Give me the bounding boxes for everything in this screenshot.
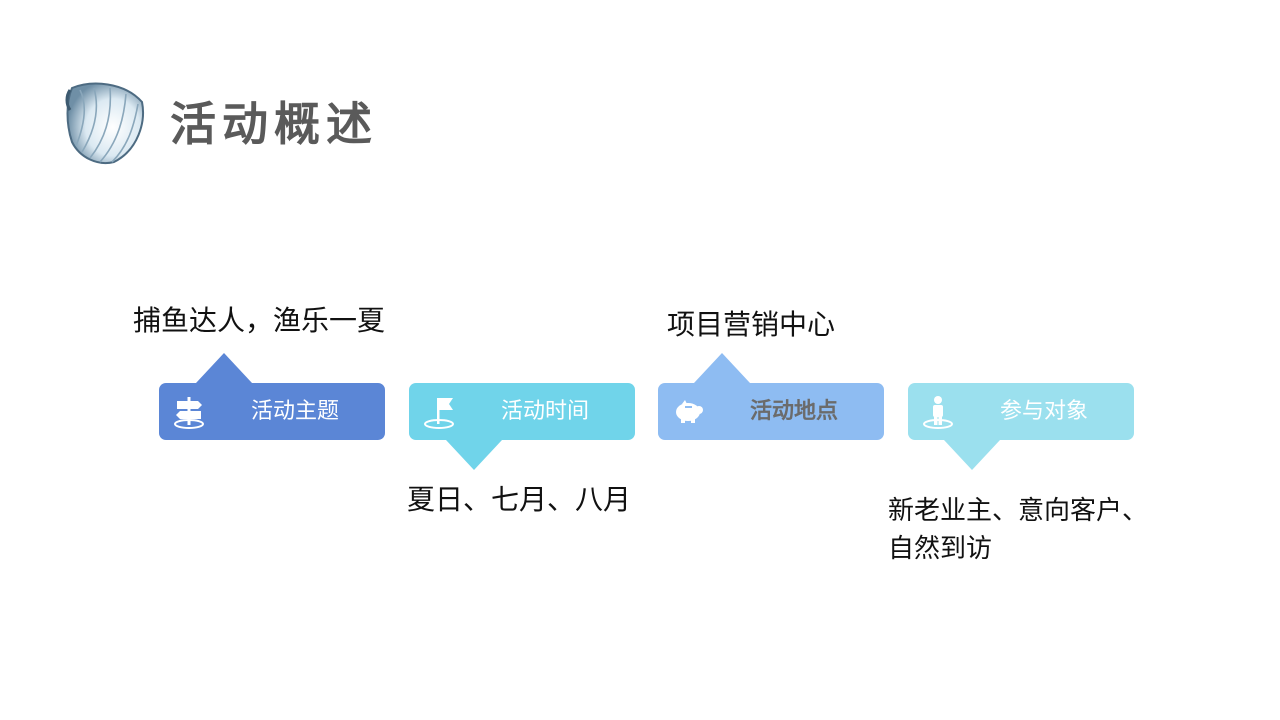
tab-label: 活动主题: [215, 383, 375, 440]
tab-label: 活动地点: [714, 383, 874, 440]
flag-icon: [423, 395, 455, 429]
scallop-shell-icon: [62, 80, 146, 166]
piggy-bank-icon: [672, 395, 704, 429]
tab-label: 参与对象: [964, 383, 1124, 440]
participants-caption-line2: 自然到访: [888, 529, 992, 569]
tab-participants[interactable]: 参与对象: [908, 383, 1134, 440]
tab-activity-location[interactable]: 活动地点: [658, 383, 884, 440]
signpost-icon: [173, 395, 205, 429]
participants-pointer: [944, 440, 1000, 470]
theme-caption: 捕鱼达人，渔乐一夏: [133, 301, 385, 341]
page-title: 活动概述: [170, 94, 378, 154]
person-icon: [922, 395, 954, 429]
time-caption: 夏日、七月、八月: [407, 480, 631, 520]
theme-pointer: [196, 353, 252, 383]
tab-label: 活动时间: [465, 383, 625, 440]
participants-caption-line1: 新老业主、意向客户、: [888, 491, 1148, 531]
location-caption: 项目营销中心: [667, 305, 835, 345]
time-pointer: [446, 440, 502, 470]
tab-activity-time[interactable]: 活动时间: [409, 383, 635, 440]
tab-activity-theme[interactable]: 活动主题: [159, 383, 385, 440]
location-pointer: [694, 353, 750, 383]
